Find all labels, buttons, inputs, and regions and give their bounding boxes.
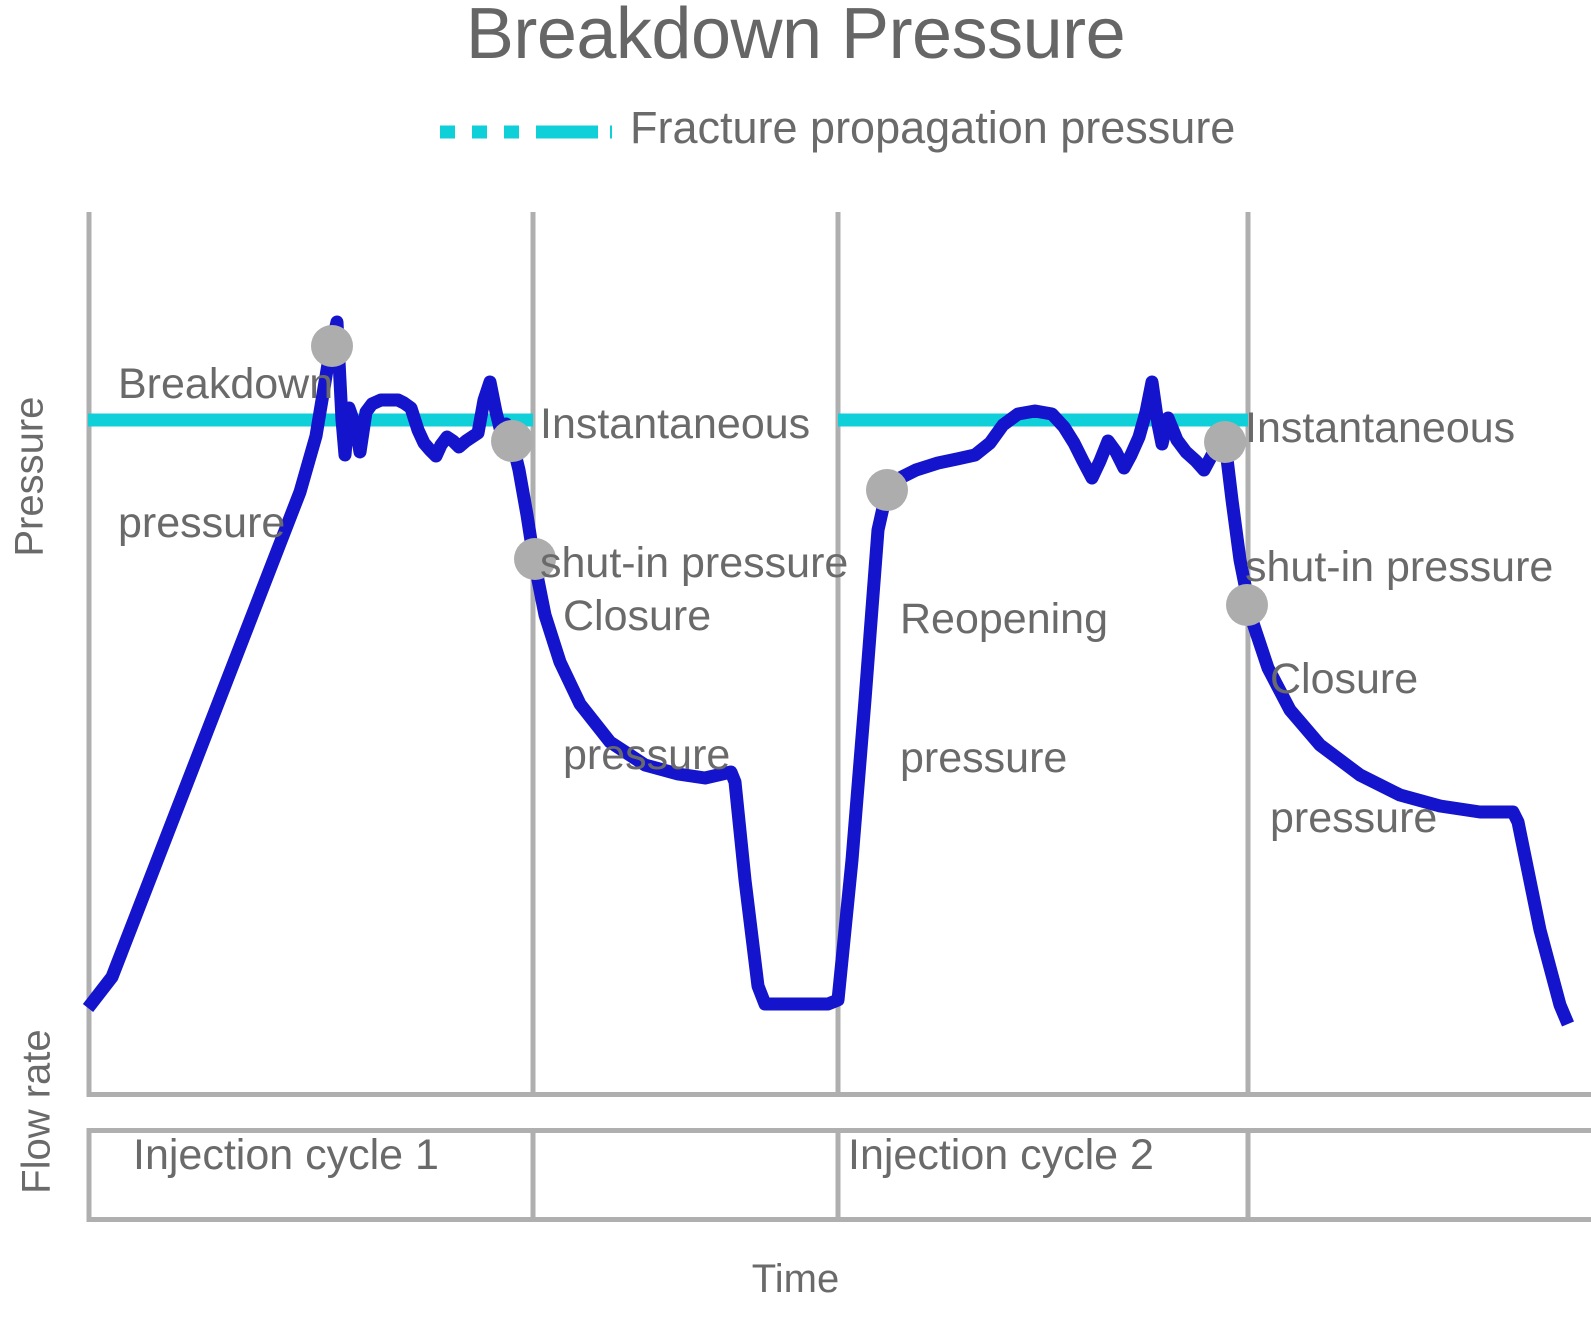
pressure-panel-axes: [86, 212, 1591, 1097]
marker-closure-pressure-1: [514, 538, 556, 580]
annotation-breakdown-pressure-line2: pressure: [118, 499, 286, 548]
injection-cycle-2-label: Injection cycle 2: [848, 1131, 1154, 1179]
annotation-isip-1-line1: Instantaneous: [540, 399, 811, 448]
annotation-instantaneous-shut-in-pressure-2: Instantaneous shut-in pressure: [1245, 312, 1553, 684]
marker-instantaneous-shut-in-pressure-1: [491, 420, 533, 462]
annotation-closure-pressure-1: Closure pressure: [563, 500, 730, 872]
annotation-closure-2-line2: pressure: [1270, 794, 1438, 843]
annotation-breakdown-pressure-line1: Breakdown: [118, 359, 334, 408]
annotation-markers: [311, 325, 1268, 626]
annotation-reopening-line1: Reopening: [900, 594, 1109, 643]
annotation-breakdown-pressure: Breakdown pressure: [118, 268, 333, 640]
y-axis-label-flow-rate: Flow rate: [14, 1029, 59, 1194]
annotation-instantaneous-shut-in-pressure-1: Instantaneous shut-in pressure: [540, 308, 848, 680]
annotation-isip-1-line2: shut-in pressure: [540, 539, 849, 588]
injection-cycle-1-label: Injection cycle 1: [133, 1131, 439, 1179]
phase-dividers-flow-rate: [530, 1128, 1251, 1220]
marker-closure-pressure-2: [1226, 584, 1268, 626]
annotation-closure-1-line2: pressure: [563, 731, 731, 780]
annotation-reopening-line2: pressure: [900, 734, 1068, 783]
annotation-closure-2-line1: Closure: [1270, 654, 1419, 703]
x-axis-label-time: Time: [751, 1257, 840, 1301]
marker-reopening-pressure: [866, 469, 908, 511]
annotation-isip-2-line1: Instantaneous: [1245, 403, 1516, 452]
y-axis-label-pressure: Pressure: [7, 396, 52, 557]
annotation-closure-1-line1: Closure: [563, 591, 712, 640]
legend-item-fracture-propagation-pressure[interactable]: Fracture propagation pressure: [630, 102, 1236, 153]
marker-breakdown-pressure: [311, 325, 353, 367]
annotation-reopening-pressure: Reopening pressure: [900, 503, 1108, 875]
annotation-closure-pressure-2: Closure pressure: [1270, 563, 1437, 935]
marker-instantaneous-shut-in-pressure-2: [1204, 421, 1246, 463]
page-title: Breakdown Pressure: [465, 0, 1126, 74]
annotation-isip-2-line2: shut-in pressure: [1245, 543, 1554, 592]
